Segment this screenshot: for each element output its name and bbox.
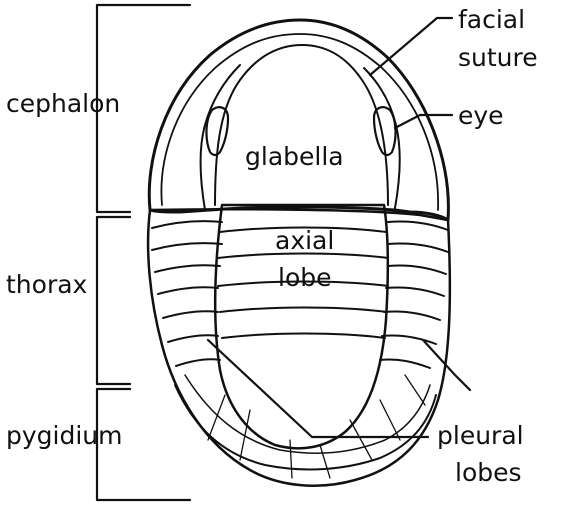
label-facial-suture-line1: facial [458,5,525,34]
thorax-segments-right [379,220,449,369]
thorax-bracket [95,215,132,386]
glabella-outline [214,44,389,206]
axial-rings [217,226,389,339]
cephalon-border-furrow [160,33,439,211]
label-axial-lobe-line1: axial [275,226,334,255]
label-thorax: thorax [6,270,87,299]
label-pleural-lobes-line1: pleural [437,421,524,450]
label-pygidium: pygidium [6,421,123,450]
label-axial-lobe-line2: lobe [278,263,332,292]
axial-lobe [214,203,389,450]
pygidium-furrows [207,374,426,479]
pygidium-border-inner [184,374,431,454]
thorax-segments-left [151,220,223,367]
pygidium-bracket [95,387,192,502]
label-glabella: glabella [245,142,344,171]
facial-suture-left [199,64,241,211]
body-outline [146,207,452,487]
eye-leader [393,113,454,130]
label-facial-suture-line2: suture [458,43,538,72]
facial-suture-leader [368,16,454,77]
pleural-leader-right [421,338,472,392]
cephalon-outline [147,18,450,222]
cephalon-bracket [95,3,192,214]
pygidium-border [174,384,437,471]
trilobite-drawing [146,18,452,487]
left-brackets [95,3,192,502]
eye-left [205,106,230,157]
label-cephalon: cephalon [6,89,120,118]
label-eye: eye [458,101,504,130]
label-pleural-lobes-line2: lobes [455,458,522,487]
leader-lines [206,16,472,439]
pleural-leader-left [206,338,430,439]
eye-right [372,106,397,157]
